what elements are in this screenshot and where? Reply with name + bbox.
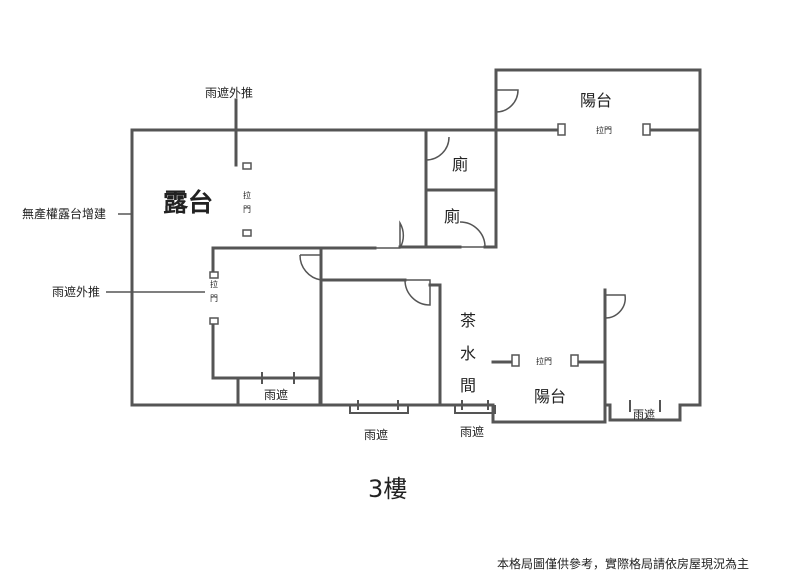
pantry-walls <box>428 283 607 407</box>
label-sliding-door-terrace: 拉門 <box>243 190 251 214</box>
slider-mark <box>242 162 252 170</box>
label-rain-cover-4: 雨遮 <box>633 407 655 421</box>
label-toilet-1: 廁 <box>452 155 468 174</box>
door-room-middle <box>299 254 322 281</box>
label-unauthorized-terrace-ext: 無產權露台增建 <box>22 206 106 221</box>
door-balcony-top <box>495 89 519 113</box>
label-toilet-2: 廁 <box>444 207 460 226</box>
rain-cover-ledge-4 <box>629 400 661 412</box>
slider-mark <box>511 354 520 367</box>
slider-mark <box>242 229 252 237</box>
doors <box>299 89 626 319</box>
slider-mark <box>209 317 219 325</box>
door-corridor <box>375 220 405 249</box>
rain-cover-ledge-2 <box>349 400 409 414</box>
label-sliding-door-top: 拉門 <box>596 125 612 135</box>
slider-mark <box>642 123 651 136</box>
sliding-door-markers <box>209 123 651 367</box>
label-rain-cover-push-left: 雨遮外推 <box>52 284 100 299</box>
label-sliding-door-pantry: 拉門 <box>536 356 552 366</box>
label-rain-cover-push-top: 雨遮外推 <box>205 85 253 100</box>
label-rain-cover-1: 雨遮 <box>264 387 288 402</box>
rain-covers <box>261 372 661 414</box>
door-toilet-2 <box>459 221 486 248</box>
walls <box>130 68 702 424</box>
label-terrace: 露台 <box>163 188 213 217</box>
label-rain-cover-2: 雨遮 <box>364 427 388 442</box>
label-sliding-door-left: 拉門 <box>210 279 218 303</box>
rain-cover-ledge-1 <box>261 372 295 384</box>
label-floor-title: 3樓 <box>368 475 407 503</box>
label-rain-cover-3: 雨遮 <box>460 424 484 439</box>
leader-lines <box>106 100 237 293</box>
terrace-inner-walls <box>211 246 407 407</box>
slider-mark <box>570 354 579 367</box>
labels: 露台 雨遮外推 無產權露台增建 雨遮外推 拉門 拉門 陽台 拉門 廁 廁 茶水間… <box>22 85 749 571</box>
toilet-block-walls <box>398 128 498 249</box>
slider-mark <box>209 271 219 279</box>
door-toilet-1 <box>425 136 450 161</box>
slider-mark <box>557 123 566 136</box>
label-balcony-bottom: 陽台 <box>534 387 566 406</box>
outer-wall <box>130 68 702 424</box>
door-pantry <box>404 279 431 306</box>
label-balcony-top: 陽台 <box>580 91 612 110</box>
label-pantry: 茶水間 <box>460 311 476 395</box>
rain-cover-ledge-3 <box>454 400 496 414</box>
door-right-room <box>604 294 626 319</box>
label-disclaimer: 本格局圖僅供參考，實際格局請依房屋現況為主 <box>497 556 749 571</box>
